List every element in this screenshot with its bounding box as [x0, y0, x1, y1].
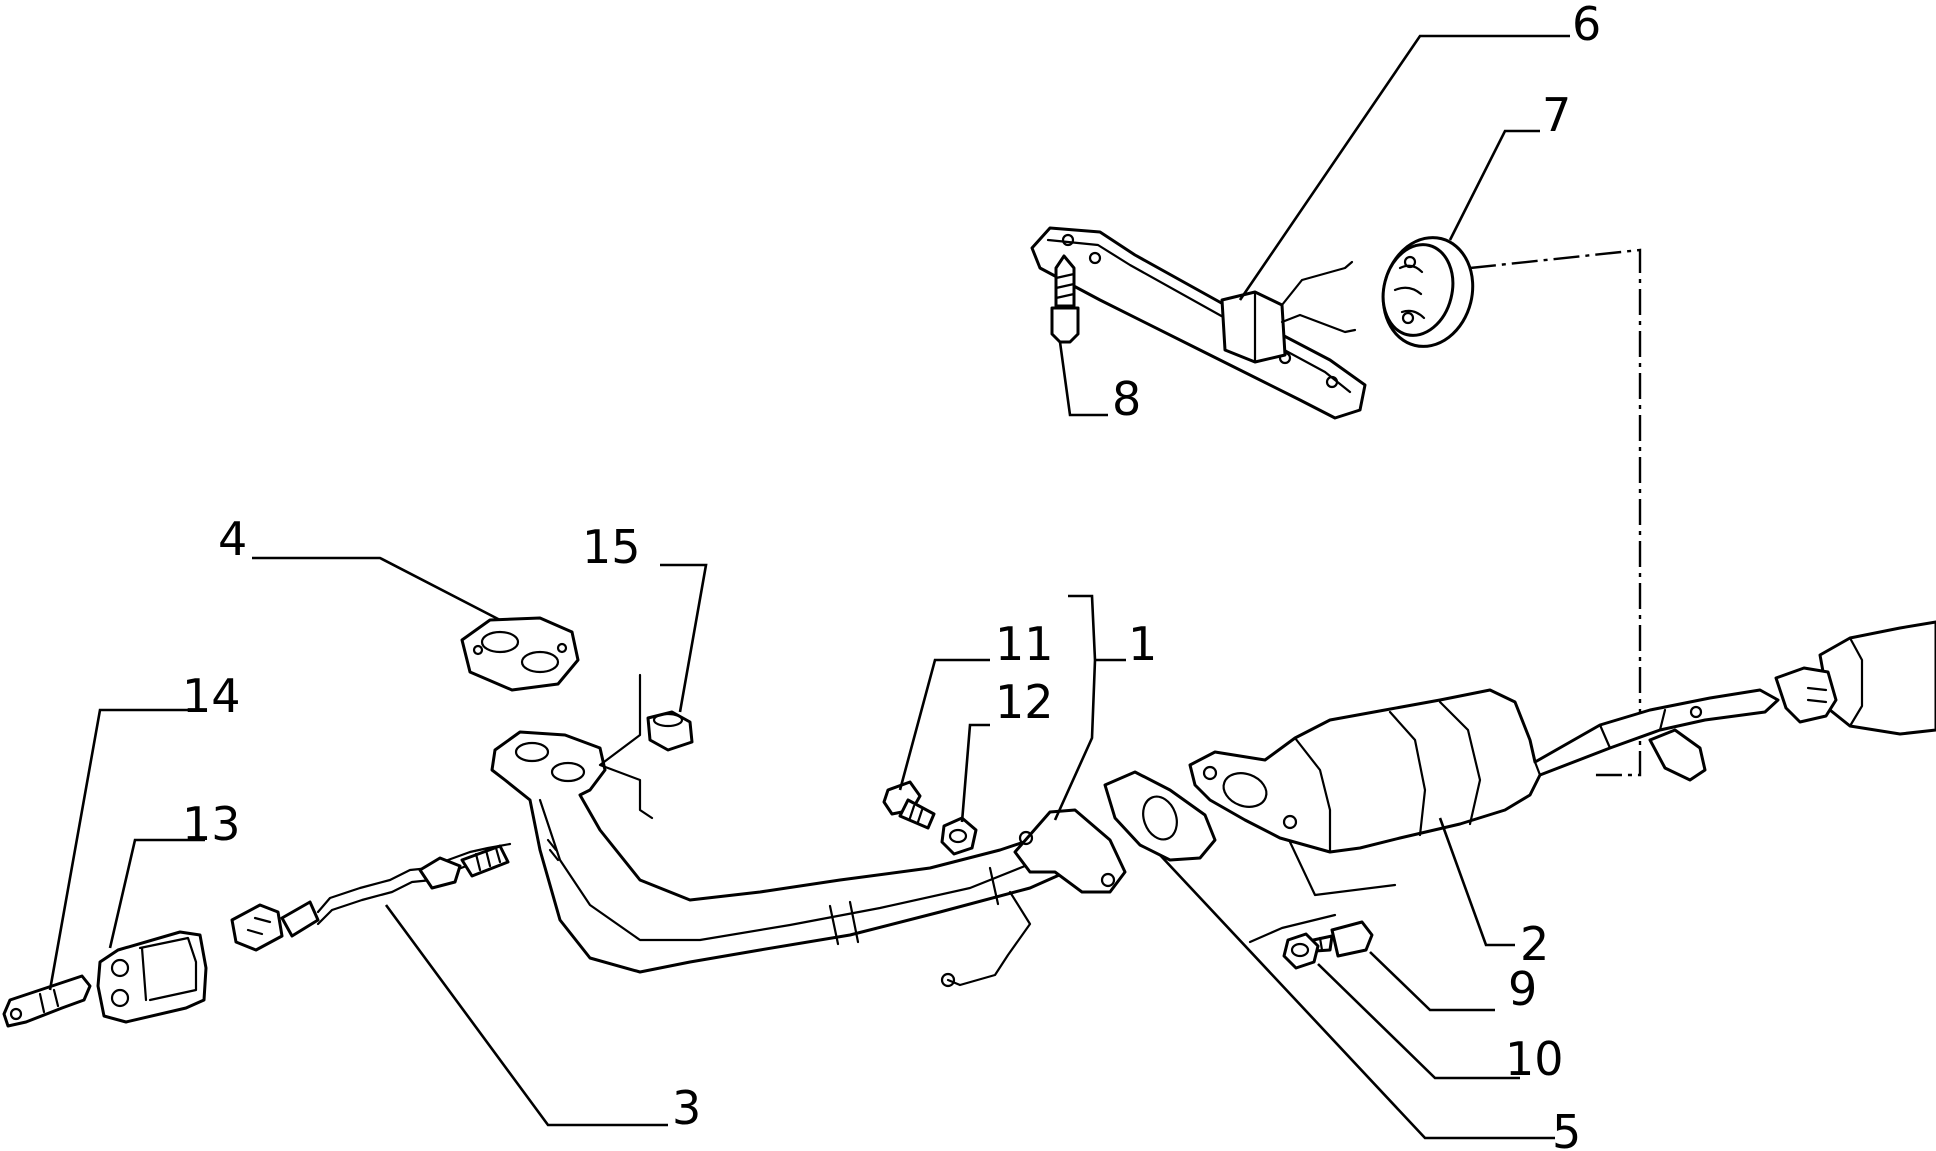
leader-6 [1238, 34, 1570, 301]
callout-12: 12 [995, 675, 1054, 729]
leader-lines [48, 34, 1570, 1140]
callout-10: 10 [1505, 1032, 1564, 1086]
leader-12 [960, 723, 990, 823]
part-6-support-bracket [1030, 226, 1367, 420]
part-12-nut [940, 816, 978, 856]
leader-10 [1317, 963, 1520, 1080]
leader-7 [1448, 129, 1540, 241]
callout-labels: 1 2 3 4 5 6 7 8 9 10 11 12 13 14 15 [182, 0, 1601, 1151]
part-13-connector [96, 930, 208, 1024]
part-5-gasket [1103, 770, 1217, 862]
callout-9: 9 [1508, 962, 1537, 1016]
part-7-rubber-mount [1381, 236, 1475, 348]
callout-3: 3 [672, 1081, 701, 1135]
part-15-nut [646, 710, 694, 752]
leader-2 [1438, 817, 1515, 947]
part-11-bolt [882, 780, 936, 830]
leader-3 [384, 904, 668, 1127]
part-4-gasket [460, 616, 580, 692]
callout-13: 13 [182, 797, 241, 851]
callout-4: 4 [218, 512, 247, 566]
callout-5: 5 [1552, 1105, 1581, 1151]
part-8-stud-bolt [1050, 254, 1080, 344]
part-2-catalytic-converter [1188, 688, 1780, 944]
callout-6: 6 [1572, 0, 1601, 51]
callout-1: 1 [1128, 617, 1157, 671]
leader-15 [660, 563, 708, 713]
callout-15: 15 [582, 520, 641, 574]
leader-8 [1058, 341, 1108, 417]
callout-2: 2 [1520, 917, 1549, 971]
part-3-lambda-sensor [230, 842, 512, 952]
leader-4 [252, 556, 501, 622]
assembly-dashdot-line [1469, 248, 1642, 777]
callout-11: 11 [995, 617, 1054, 671]
callout-8: 8 [1112, 372, 1141, 426]
callout-14: 14 [182, 669, 241, 723]
callout-7: 7 [1542, 88, 1571, 142]
rear-muffler [1774, 620, 1936, 736]
part-14-terminal [2, 974, 92, 1028]
leader-13 [108, 838, 205, 949]
part-1-front-exhaust-pipe [490, 673, 1127, 988]
leader-5 [1159, 854, 1555, 1140]
part-10-nut [1282, 932, 1320, 970]
leader-9 [1369, 951, 1495, 1012]
leader-1 [1053, 594, 1126, 821]
leader-11 [898, 658, 990, 791]
leader-14 [48, 708, 200, 991]
